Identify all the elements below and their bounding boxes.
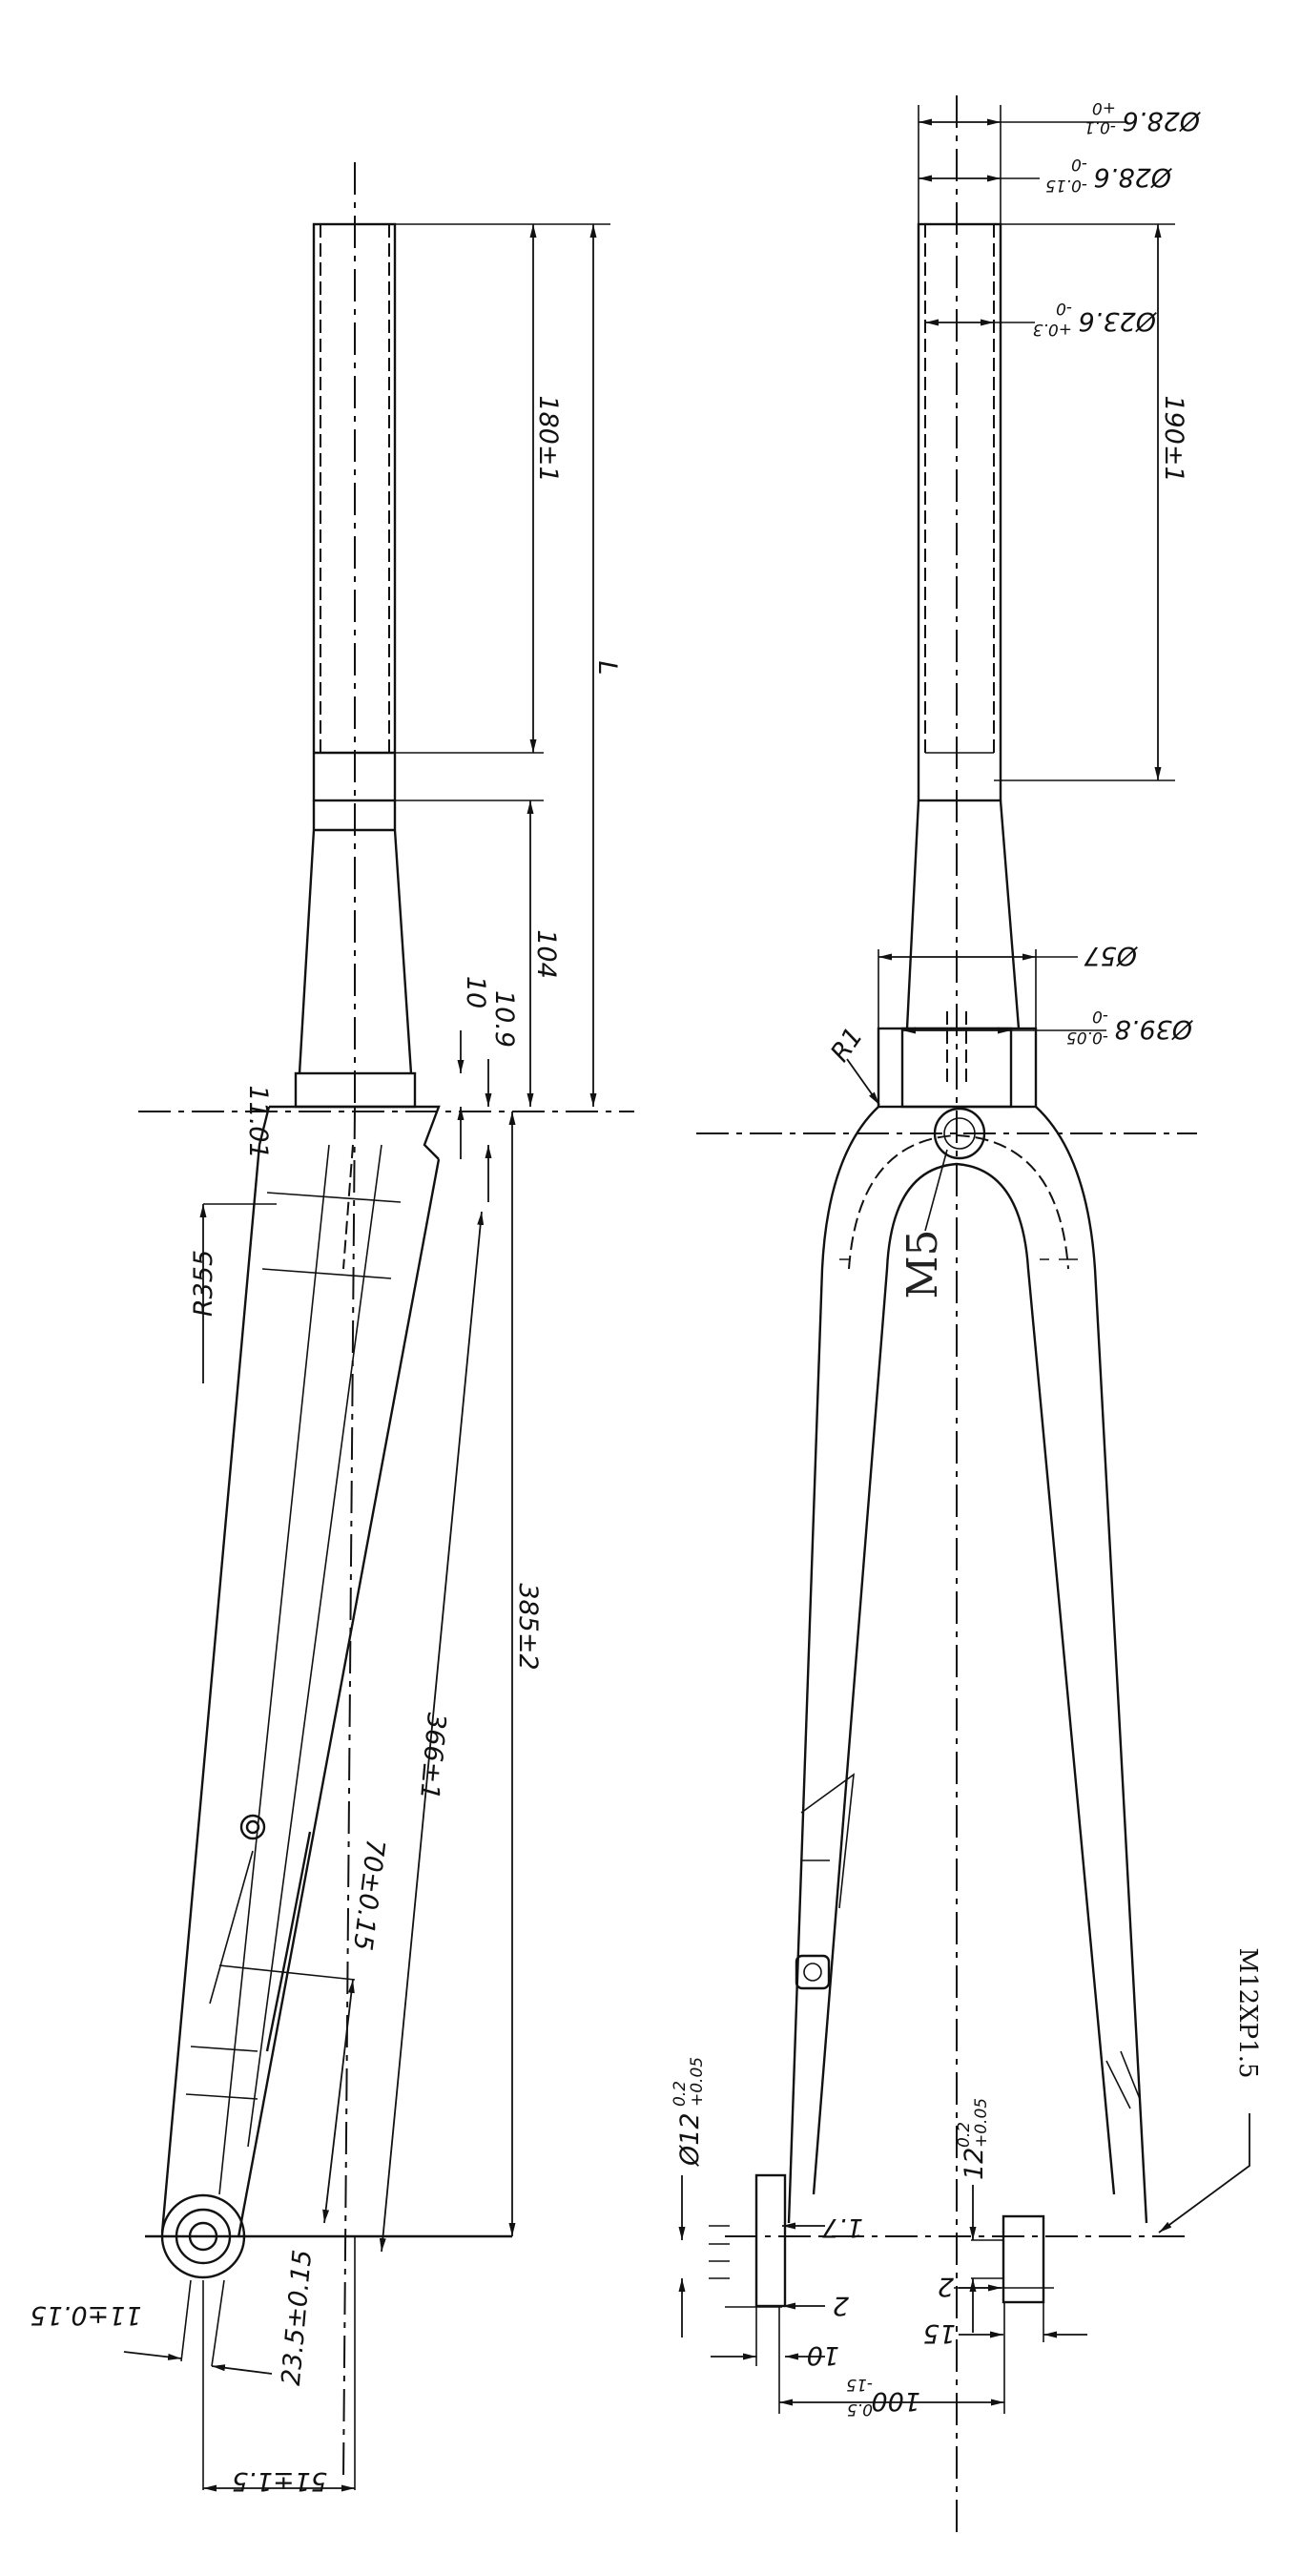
dim-blade-length: 366±1: [414, 1712, 451, 1801]
dim-tol-lower: +0.05: [688, 2057, 707, 2107]
dim-axle-left: Ø12 0.2 +0.05: [671, 2057, 707, 2167]
blade-section-lines: [218, 1144, 402, 2195]
dim-main: Ø28.6: [1123, 106, 1201, 135]
dim-axle-right: 12 0.2 +0.05: [955, 2098, 991, 2180]
brake-bolt-hole-inner: [943, 1117, 976, 1150]
caliper-mount: [800, 1773, 855, 1909]
dim-steerer-id: Ø23.6 +0.3 -0: [1033, 299, 1157, 339]
dim-tol-upper: 0.5: [847, 2399, 873, 2419]
arch-hidden: [848, 1133, 1069, 1270]
caliper-mount-bolt: [795, 1954, 831, 1990]
brake-bolt-label: M5: [898, 1229, 947, 1298]
dim-main: Ø39.8: [1115, 1014, 1193, 1044]
dim-tol-lower: +0.3: [1033, 320, 1072, 339]
dim-steerer-od: Ø28.6 -0.15 -0: [1045, 155, 1172, 195]
left-dropout: [754, 2173, 787, 2308]
extension-line: [211, 2279, 225, 2367]
dim-tol-upper: 0.2: [955, 2122, 974, 2148]
brake-mount-bolt: [239, 1814, 266, 1840]
dim-crown-race-seat: Ø39.8 -0.05 -0: [1066, 1007, 1193, 1047]
dim-face-step-right: 2: [938, 2272, 954, 2301]
dim-main: 12: [960, 2148, 989, 2180]
extension-line: [180, 2279, 192, 2362]
dim-steerer-length: 180±1: [533, 395, 563, 482]
dim-main: 100: [871, 2386, 920, 2416]
dim-line-70: [322, 1979, 355, 2224]
dim-tol-lower: -0.1: [1084, 117, 1116, 136]
dim-main: Ø23.6: [1079, 306, 1157, 336]
dim-dropout-length: 70±0.15: [347, 1838, 390, 1952]
brake-mount: [265, 1831, 312, 2052]
dim-axle-offset: 11±0.15: [30, 2300, 141, 2330]
dim-tol-upper: -0: [1071, 155, 1087, 174]
leader-m5: [924, 1149, 948, 1232]
right-leg-outer: [1035, 1106, 1148, 2224]
dim-crown-height: 10.9: [489, 990, 519, 1048]
caliper-bolt-hole: [803, 1963, 822, 1982]
dropout-detail: [185, 1850, 258, 2100]
right-leg-detail: [1105, 2050, 1141, 2109]
dim-crown-offset: 11.01: [243, 1085, 273, 1158]
dim-hub-spacing: 100 0.5 -15: [846, 2375, 920, 2419]
dim-line-11: [211, 2364, 273, 2375]
dim-crown-race-height: 10: [461, 976, 490, 1008]
dim-axle-to-crown: 385±2: [513, 1583, 543, 1670]
crown: [269, 1105, 441, 1160]
dim-rake: 51±1.5: [232, 2466, 327, 2496]
right-dropout: [1002, 2214, 1045, 2304]
brake-mount-bolt-inner: [245, 1819, 260, 1835]
brake-bolt-hole: [933, 1107, 986, 1160]
crown-hidden-line: [342, 1144, 354, 1270]
dim-main: Ø28.6: [1094, 162, 1172, 192]
extension-lines: [709, 2225, 782, 2308]
dim-tol-lower: -15: [846, 2375, 873, 2394]
leader-r1: [846, 1058, 880, 1106]
dim-dropout-width-right: 15: [923, 2318, 956, 2348]
dim-dropout-width-left: 10: [807, 2340, 839, 2370]
dim-tol-upper: 0.2: [671, 2081, 690, 2107]
dim-radius: R355: [189, 1250, 218, 1317]
steerer-taper: [298, 800, 413, 1074]
steerer-tube: [312, 222, 397, 802]
blade-front-edge: [160, 1106, 271, 2233]
dim-tol-upper: -0: [1092, 1007, 1108, 1026]
left-leg-outer: [787, 1106, 879, 2224]
dim-line-366: [379, 1211, 485, 2253]
dim-fillet-radius: R1: [825, 1023, 869, 1068]
dim-tol-upper: +0: [1092, 98, 1116, 117]
dim-dropout-offset: 23.5±0.15: [277, 2249, 318, 2387]
dim-main: Ø12: [675, 2112, 705, 2167]
thread-spec: M12XP1.5: [1233, 1947, 1262, 2078]
dim-steerer-od-top: Ø28.6 -0.1 +0: [1084, 98, 1201, 136]
leader-thread: [1158, 2113, 1250, 2233]
dim-line-11: [123, 2351, 182, 2360]
front-steerer-tube: [917, 222, 1002, 802]
dim-tol-lower: -0.15: [1045, 176, 1087, 195]
dim-face-gap: 1.7: [822, 2212, 863, 2242]
dim-crown-od: Ø57: [1084, 941, 1138, 970]
extension-line: [218, 1964, 356, 1981]
side-view: 180±1 L 104 10 10.9 11.01 R355 385±2 366…: [30, 162, 634, 2496]
blade-axis: [342, 1106, 356, 2482]
arch-inner: [812, 1162, 1116, 2195]
blade-rear-edge: [237, 1158, 441, 2238]
dim-steerer-insert-length: 190±1: [1159, 395, 1188, 482]
bolt-hole-hidden: [946, 1011, 967, 1088]
dim-taper-length: 104: [531, 929, 561, 979]
dim-tol-upper: -0: [1056, 299, 1072, 318]
front-steerer-taper: [905, 800, 1021, 1029]
dim-tol-lower: +0.05: [972, 2098, 991, 2148]
front-view: Ø28.6 -0.1 +0 Ø28.6 -0.15 -0 Ø23.6 +0.3 …: [671, 95, 1262, 2538]
dim-overall-length: L: [592, 660, 622, 675]
dim-tol-lower: -0.05: [1066, 1028, 1108, 1047]
dim-face-step-left: 2: [833, 2291, 849, 2320]
